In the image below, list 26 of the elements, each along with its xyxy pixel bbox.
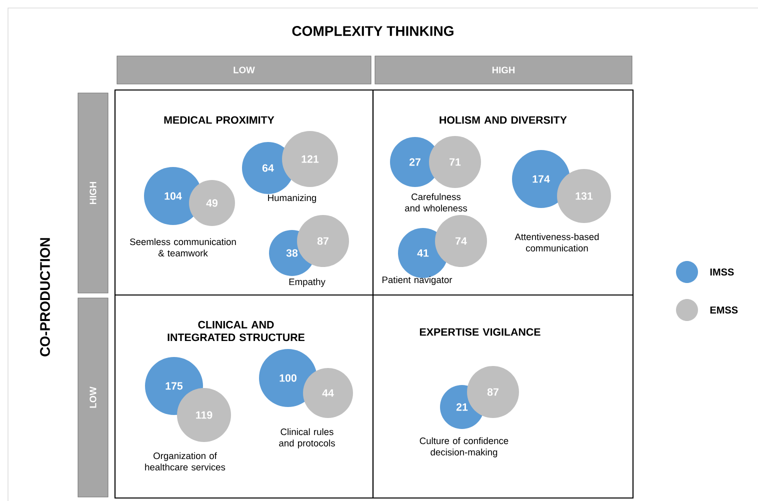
- bubble-caption: Carefulness and wholeness: [405, 193, 468, 212]
- bubble: 71: [429, 136, 481, 188]
- axis-band: HIGH: [78, 92, 108, 294]
- bubble: 87: [297, 215, 349, 267]
- bubble-caption: Culture of confidence decision-making: [420, 437, 508, 458]
- bubble-caption: Clinical rules and protocols: [279, 428, 335, 448]
- axis-band: LOW: [116, 56, 372, 84]
- bubble: 121: [282, 131, 338, 187]
- bubble: 131: [557, 169, 611, 223]
- axis-band: LOW: [78, 298, 108, 498]
- bubble: 74: [435, 215, 487, 267]
- bubble-caption: Organization of healthcare services: [145, 452, 226, 470]
- legend-label: EMSS: [710, 306, 738, 314]
- bubble: 44: [303, 368, 353, 418]
- bubble-caption: Humanizing: [268, 194, 316, 203]
- bubble-caption: Patient navigator: [382, 276, 452, 285]
- chart-title: COMPLEXITY THINKING: [292, 26, 454, 36]
- axis-band: HIGH: [374, 56, 632, 84]
- legend-label: IMSS: [710, 268, 734, 276]
- bubble: 87: [467, 366, 519, 418]
- bubble: 174: [512, 150, 570, 208]
- bubble-caption: Seemless communication & teamwork: [130, 238, 236, 256]
- bubble: 49: [189, 180, 235, 226]
- axis-title: CO-PRODUCTION: [40, 238, 50, 356]
- bubble-caption: Attentiveness-based communication: [514, 233, 599, 252]
- bubble-caption: Empathy: [289, 278, 326, 287]
